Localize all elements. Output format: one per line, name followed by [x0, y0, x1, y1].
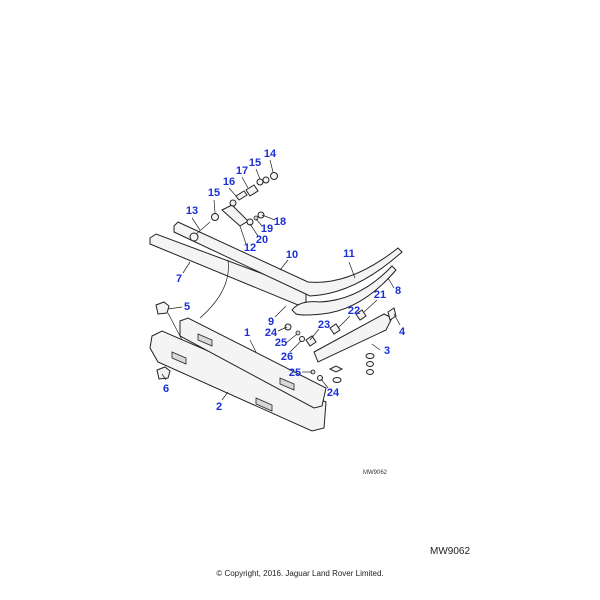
grommet [366, 361, 374, 367]
callout-24: 24 [327, 387, 340, 399]
callout-24: 24 [265, 327, 278, 339]
bumper-lamp-slot [255, 397, 273, 412]
bracket-part-22 [329, 323, 341, 335]
callout-20: 20 [256, 234, 268, 246]
callout-19: 19 [261, 223, 273, 235]
callout-13: 13 [186, 205, 198, 217]
bracket-part-12 [221, 204, 249, 227]
harness-line [167, 312, 183, 341]
callout-17: 17 [236, 165, 248, 177]
spacer-part-16 [235, 190, 248, 201]
callout-12: 12 [244, 242, 256, 254]
callout-15: 15 [208, 187, 220, 199]
callout-21: 21 [374, 289, 386, 301]
end-cap-part-3 [313, 313, 393, 363]
callout-3: 3 [384, 345, 390, 357]
callout-5: 5 [184, 301, 190, 313]
washer-part-20 [246, 218, 254, 226]
callout-10: 10 [286, 249, 298, 261]
callout-23: 23 [318, 319, 330, 331]
washer-part-15 [211, 213, 219, 221]
plate [328, 365, 344, 373]
leader-lines [161, 159, 401, 401]
callout-25: 25 [275, 337, 287, 349]
clip-part-6 [156, 366, 171, 380]
bolt-head [189, 232, 199, 242]
callout-labels: 14 15 17 16 15 13 18 19 20 12 10 11 7 8 … [163, 148, 406, 413]
callout-22: 22 [348, 305, 360, 317]
bumper-lamp-slot [171, 351, 187, 365]
grommet [332, 377, 342, 383]
beam-slot [197, 333, 213, 347]
callout-25: 25 [289, 367, 301, 379]
copyright-notice: © Copyright, 2016. Jaguar Land Rover Lim… [216, 569, 384, 578]
callout-15: 15 [249, 157, 261, 169]
nut-part-18 [257, 211, 265, 219]
diagram-reference-small: MW9062 [363, 470, 388, 476]
bolt-part-24 [284, 323, 292, 331]
callout-14: 14 [264, 148, 277, 160]
callout-4: 4 [399, 326, 406, 338]
diagram-reference: MW9062 [430, 546, 471, 557]
callout-2: 2 [216, 401, 222, 413]
callout-9: 9 [268, 316, 274, 328]
washer-part-19 [253, 215, 259, 221]
bracket-part-23 [305, 335, 317, 347]
beam-slot [279, 377, 295, 391]
callout-18: 18 [274, 216, 286, 228]
finisher-strip-part-8 [291, 265, 397, 316]
washer-part-15 [262, 176, 270, 184]
washer-part-26 [299, 336, 305, 342]
grommet [365, 353, 375, 359]
nut-part-14 [270, 172, 278, 180]
callout-1: 1 [244, 327, 250, 339]
callout-8: 8 [395, 285, 401, 297]
washer-part-15 [229, 199, 237, 207]
callout-7: 7 [176, 273, 182, 285]
front-bumper-part-2 [149, 330, 327, 432]
clip-part-5 [155, 301, 170, 315]
callout-16: 16 [223, 176, 235, 188]
bracket-part-4 [387, 307, 397, 321]
callout-11: 11 [343, 248, 355, 260]
bracket-part-21 [355, 309, 367, 321]
grommet [366, 369, 374, 375]
finisher-strip-part-10-11 [173, 221, 403, 297]
callout-26: 26 [281, 351, 293, 363]
washer-part-15 [256, 178, 264, 186]
callout-6: 6 [163, 383, 169, 395]
harness-line [199, 259, 229, 319]
spacer-part-17 [245, 184, 259, 197]
